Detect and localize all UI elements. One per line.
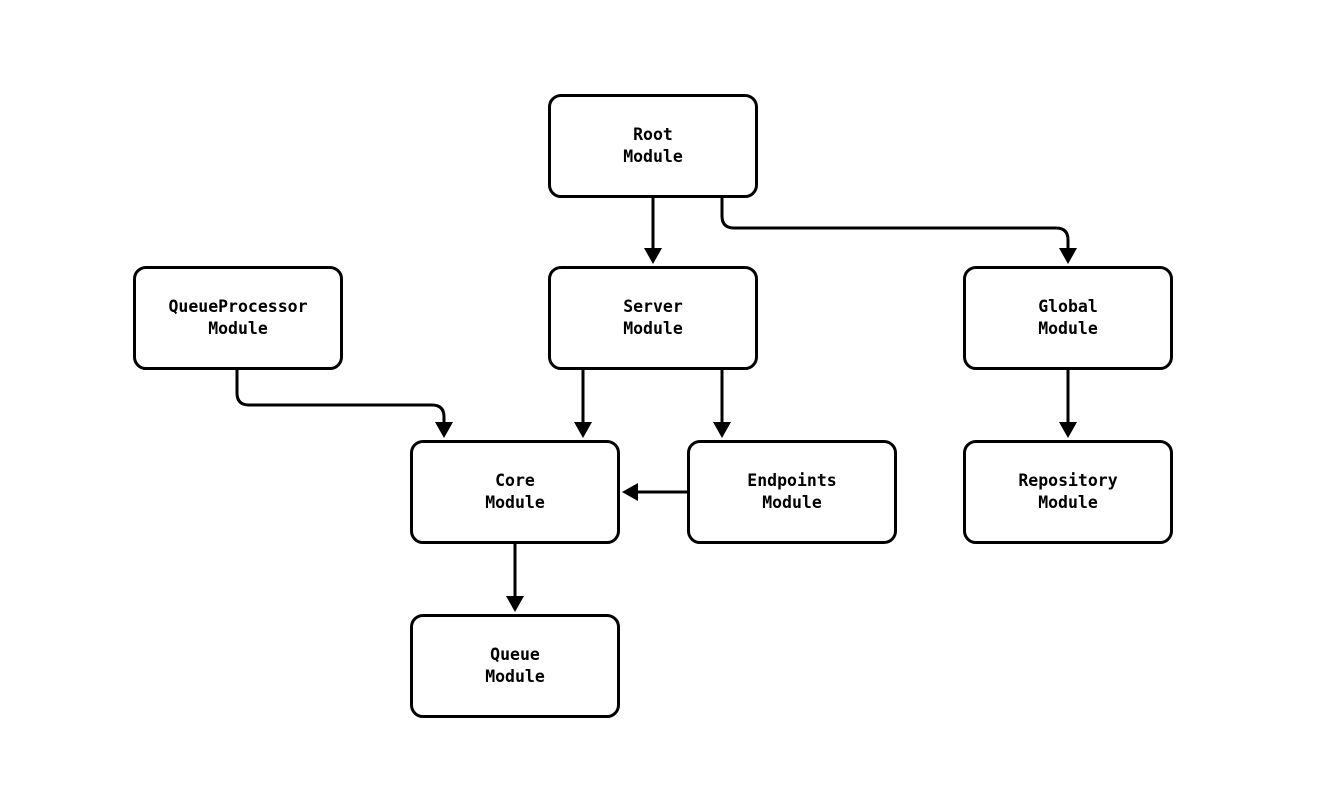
edge-queueproc-to-core: [235, 370, 453, 438]
node-server-module[interactable]: Server Module: [548, 266, 758, 370]
edge-server-to-core: [574, 370, 592, 438]
node-global-module[interactable]: Global Module: [963, 266, 1173, 370]
arrowhead: [713, 422, 731, 438]
arrowhead: [1059, 422, 1077, 438]
node-queue-module[interactable]: Queue Module: [410, 614, 620, 718]
node-root-module-line1: Root: [633, 125, 673, 144]
node-endpoints-module[interactable]: Endpoints Module: [687, 440, 897, 544]
arrowhead: [435, 422, 453, 438]
node-queue-module-line2: Module: [485, 667, 545, 686]
edge-endpoints-to-core: [622, 483, 687, 501]
edge-global-to-repository: [1059, 370, 1077, 438]
arrowhead: [506, 596, 524, 612]
arrowhead: [622, 483, 638, 501]
node-queueprocessor-module-line1: QueueProcessor: [168, 297, 308, 316]
node-endpoints-module-line1: Endpoints: [747, 471, 837, 490]
node-root-module[interactable]: Root Module: [548, 94, 758, 198]
edge-server-to-endpoints: [713, 370, 731, 438]
node-queueprocessor-module[interactable]: QueueProcessor Module: [133, 266, 343, 370]
node-endpoints-module-line2: Module: [762, 493, 822, 512]
node-queue-module-line1: Queue: [490, 645, 540, 664]
node-core-module[interactable]: Core Module: [410, 440, 620, 544]
node-core-module-line2: Module: [485, 493, 545, 512]
node-server-module-line1: Server: [623, 297, 683, 316]
node-global-module-line2: Module: [1038, 319, 1098, 338]
node-repository-module-line2: Module: [1038, 493, 1098, 512]
node-queueprocessor-module-line2: Module: [208, 319, 268, 338]
node-server-module-line2: Module: [623, 319, 683, 338]
arrowhead: [644, 248, 662, 264]
node-global-module-line1: Global: [1038, 297, 1098, 316]
arrowhead: [1059, 248, 1077, 264]
node-root-module-line2: Module: [623, 147, 683, 166]
node-repository-module[interactable]: Repository Module: [963, 440, 1173, 544]
node-repository-module-line1: Repository: [1018, 471, 1118, 490]
edge-core-to-queue: [506, 544, 524, 612]
arrowhead: [574, 422, 592, 438]
node-core-module-line1: Core: [495, 471, 535, 490]
edge-root-to-server: [644, 198, 662, 264]
edge-root-to-global: [720, 198, 1077, 264]
